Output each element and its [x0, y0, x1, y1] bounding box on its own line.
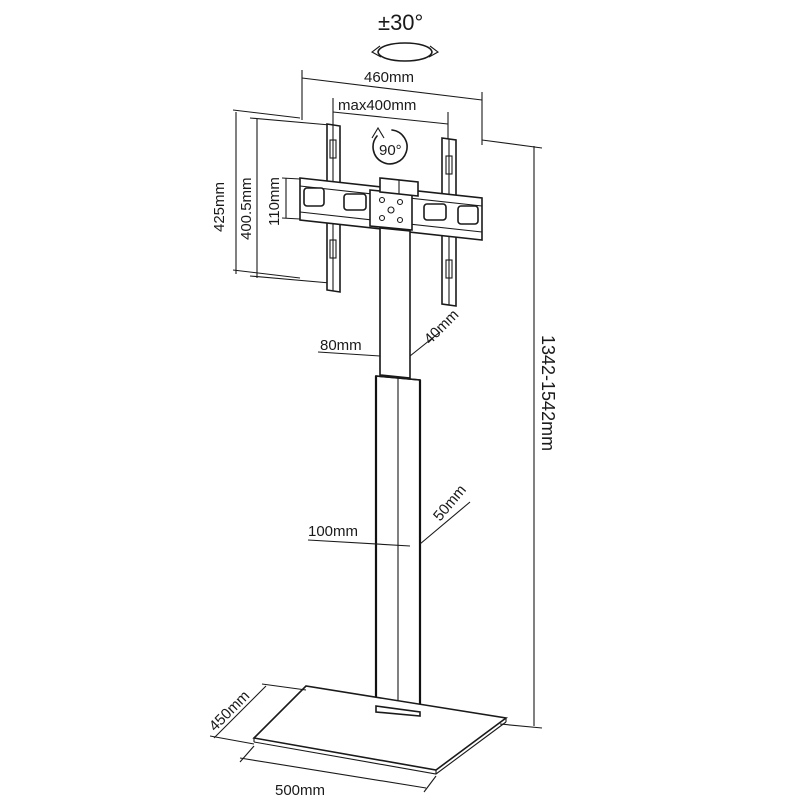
swivel-angle-label: ±30°: [378, 10, 423, 35]
dim-base-depth-label: 450mm: [206, 687, 253, 734]
mount-bracket: [299, 177, 483, 241]
swivel-arrow-icon: [377, 42, 433, 62]
dim-base-width-label: 500mm: [275, 782, 325, 799]
dim-outer-width: 460mm: [301, 69, 483, 145]
swivel-arrowhead-left-icon: [370, 45, 382, 58]
dim-outer-width-label: 460mm: [364, 69, 414, 86]
upper-column: [379, 227, 411, 379]
dim-vesa-width-label: max400mm: [338, 97, 416, 114]
dim-vesa-height-label: 400.5mm: [238, 177, 255, 240]
lower-column: [374, 375, 422, 713]
dim-upper-column-depth: 80mm: [317, 337, 381, 357]
dim-lower-column-depth-label: 100mm: [308, 523, 358, 540]
dim-upper-column-width: 40mm: [409, 306, 462, 357]
rotate-arrow-icon: [372, 129, 408, 165]
dim-base-width: 500mm: [239, 745, 437, 799]
dim-upper-column-width-label: 40mm: [421, 306, 462, 347]
swivel-arrowhead-right-icon: [428, 45, 440, 58]
dim-vesa-height: 400.5mm: [238, 117, 331, 284]
rotate-indicator: 90°: [371, 126, 408, 165]
glass-base: [252, 685, 509, 775]
dim-lower-column-depth: 100mm: [307, 523, 411, 547]
dim-outer-height-label: 425mm: [211, 182, 228, 232]
dim-upper-column-depth-label: 80mm: [320, 337, 362, 354]
dim-total-height: 1342-1542mm: [481, 139, 558, 729]
dim-total-height-label: 1342-1542mm: [538, 335, 558, 451]
dim-vesa-width: max400mm: [332, 97, 449, 142]
swivel-indicator: ±30°: [370, 10, 440, 62]
dim-outer-height: 425mm: [211, 109, 301, 279]
dim-bracket-height-label: 110mm: [266, 177, 283, 226]
rotate-angle-label: 90°: [379, 142, 402, 159]
dim-lower-column-width: 50mm: [419, 482, 471, 545]
